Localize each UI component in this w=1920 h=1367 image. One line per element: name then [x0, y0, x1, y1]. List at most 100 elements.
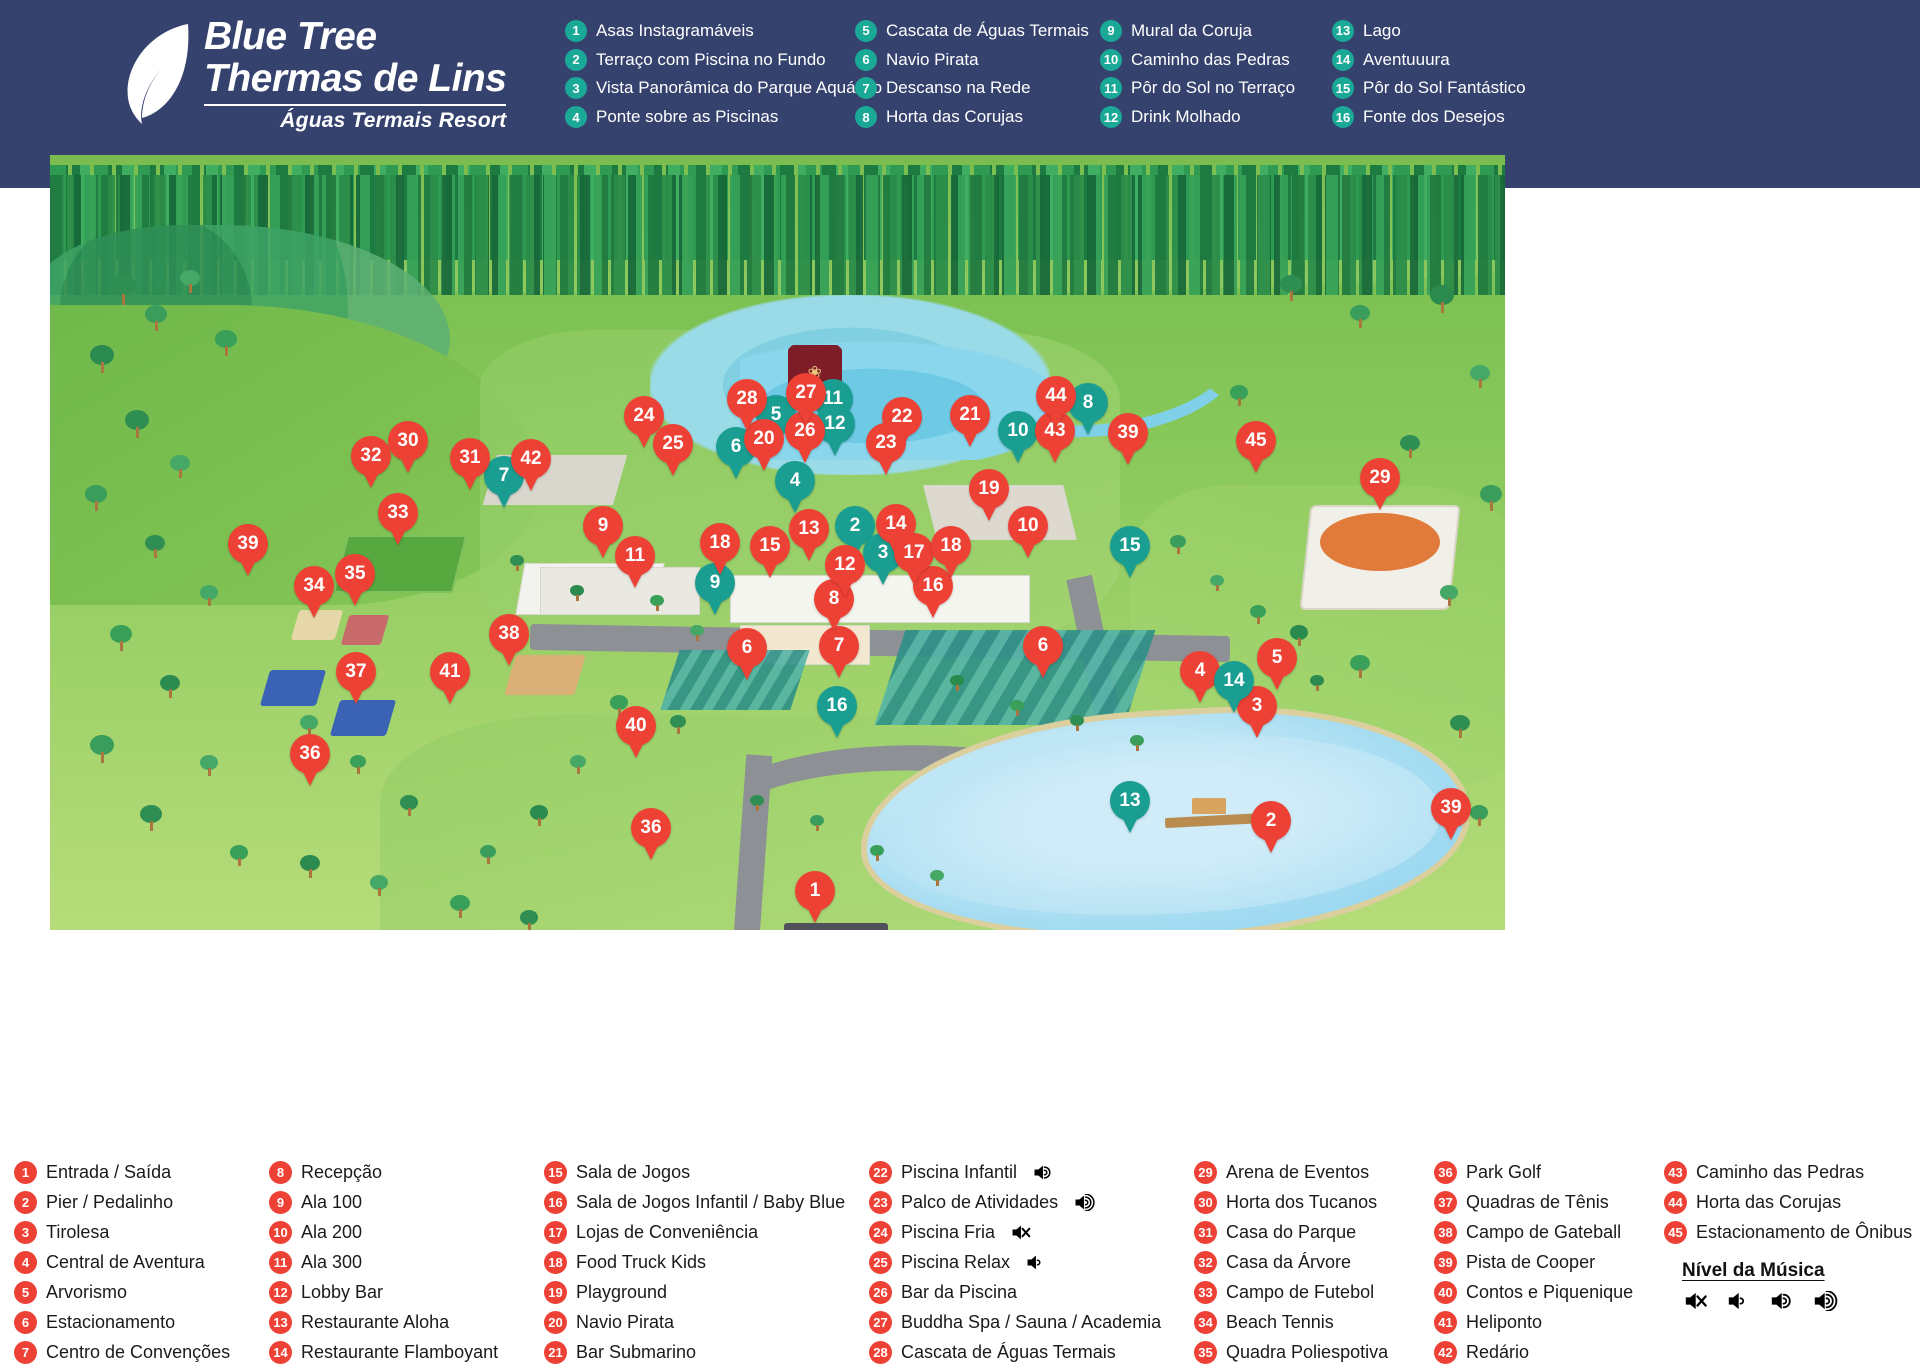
map-marker-2[interactable]: 2: [1251, 801, 1291, 855]
map-marker-28[interactable]: 28: [727, 379, 767, 433]
map-marker-19[interactable]: 19: [969, 469, 1009, 523]
map-marker-1[interactable]: 1: [795, 871, 835, 925]
map-marker-15[interactable]: 15: [1110, 526, 1150, 580]
map-marker-13[interactable]: 13: [789, 509, 829, 563]
map-marker-42[interactable]: 42: [511, 439, 551, 493]
map-marker-29[interactable]: 29: [1360, 458, 1400, 512]
map-marker-18[interactable]: 18: [700, 523, 740, 577]
map-marker-14[interactable]: 14: [1214, 661, 1254, 715]
map-marker-30[interactable]: 30: [388, 421, 428, 475]
map-marker-36[interactable]: 36: [631, 808, 671, 862]
map-marker-40[interactable]: 40: [616, 706, 656, 760]
map-marker-21[interactable]: 21: [950, 395, 990, 449]
map-marker-9[interactable]: 9: [583, 506, 623, 560]
map-marker-44[interactable]: 44: [1036, 376, 1076, 430]
map-marker-12[interactable]: 12: [825, 545, 865, 599]
map-marker-5[interactable]: 5: [1257, 638, 1297, 692]
map-marker-39[interactable]: 39: [1108, 413, 1148, 467]
map-marker-11[interactable]: 11: [615, 536, 655, 590]
map-marker-4[interactable]: 4: [1180, 651, 1220, 705]
map-marker-23[interactable]: 23: [866, 423, 906, 477]
map-marker-25[interactable]: 25: [653, 424, 693, 478]
map-marker-7[interactable]: 7: [819, 626, 859, 680]
map-marker-41[interactable]: 41: [430, 652, 470, 706]
map-marker-45[interactable]: 45: [1236, 421, 1276, 475]
map-marker-36[interactable]: 36: [290, 734, 330, 788]
map-marker-6[interactable]: 6: [1023, 626, 1063, 680]
map-marker-6[interactable]: 6: [727, 628, 767, 682]
map-marker-31[interactable]: 31: [450, 438, 490, 492]
map-marker-13[interactable]: 13: [1110, 781, 1150, 835]
map-marker-15[interactable]: 15: [750, 526, 790, 580]
map-marker-14[interactable]: 14: [876, 504, 916, 558]
map-marker-38[interactable]: 38: [489, 614, 529, 668]
map-marker-35[interactable]: 35: [335, 554, 375, 608]
map-marker-4[interactable]: 4: [775, 461, 815, 515]
map-marker-10[interactable]: 10: [1008, 506, 1048, 560]
map-marker-34[interactable]: 34: [294, 566, 334, 620]
map-marker-37[interactable]: 37: [336, 652, 376, 706]
map-marker-24[interactable]: 24: [624, 396, 664, 450]
map-marker-33[interactable]: 33: [378, 493, 418, 547]
resort-map[interactable]: ❀ BLUE TREE THERMAS DE LINS1223344556667…: [50, 155, 1505, 930]
map-marker-27[interactable]: 27: [786, 373, 826, 427]
